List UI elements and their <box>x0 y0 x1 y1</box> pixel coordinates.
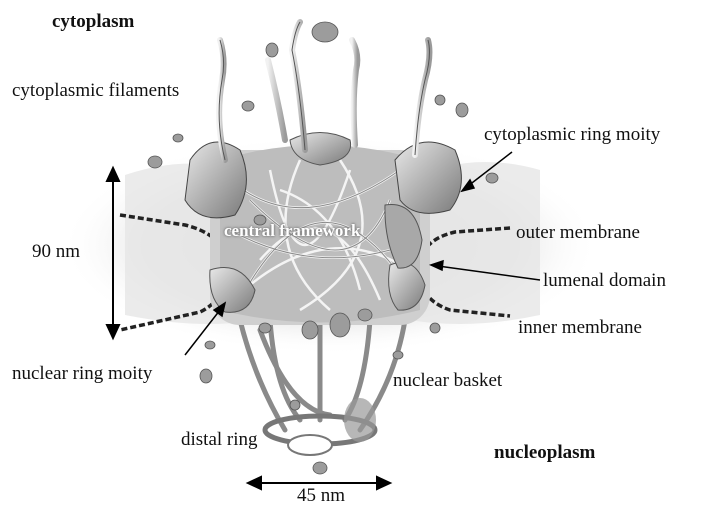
nucleoplasm-label: nucleoplasm <box>494 443 595 462</box>
height-dimension-label: 90 nm <box>32 242 80 261</box>
cytoplasmic-filaments-label: cytoplasmic filaments <box>12 81 179 100</box>
lumenal-domain-label: lumenal domain <box>543 271 666 290</box>
cytoplasm-label: cytoplasm <box>52 12 134 31</box>
nuclear-basket-label: nuclear basket <box>393 371 502 390</box>
width-dimension-label: 45 nm <box>297 486 345 505</box>
outer-membrane-label: outer membrane <box>516 223 640 242</box>
nuclear-ring-moity-label: nuclear ring moity <box>12 364 152 383</box>
inner-membrane-label: inner membrane <box>518 318 642 337</box>
central-framework-label: central framework <box>224 222 360 239</box>
distal-ring-label: distal ring <box>181 430 258 449</box>
cytoplasmic-ring-moity-label: cytoplasmic ring moity <box>484 125 660 144</box>
